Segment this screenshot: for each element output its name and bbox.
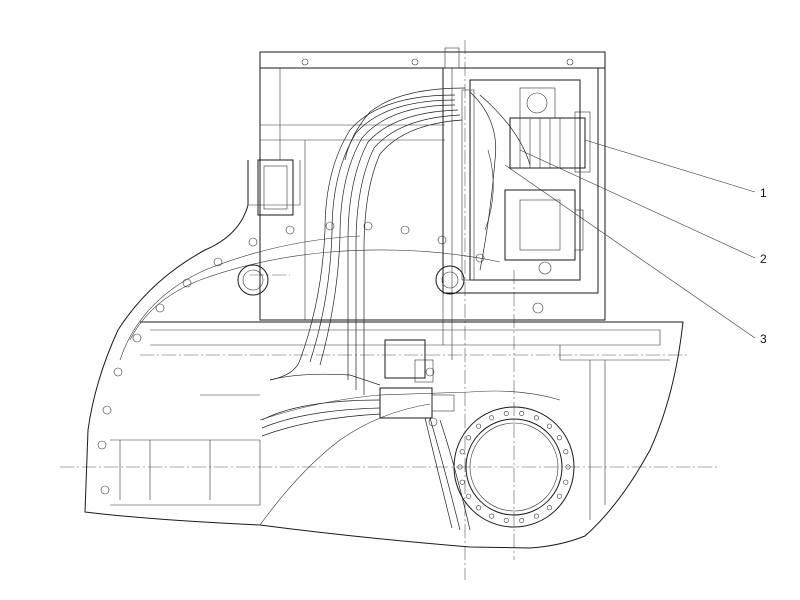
- bolt-hole: [466, 493, 472, 499]
- bolt-hole: [503, 517, 509, 523]
- bolt-hole: [556, 493, 562, 499]
- bolt-hole: [519, 410, 525, 416]
- bolt-hole: [565, 464, 571, 470]
- bolt-hole: [466, 435, 472, 441]
- bolt-hole: [476, 423, 482, 429]
- bolt-hole: [533, 513, 539, 519]
- bolt-hole: [489, 415, 495, 421]
- upper-frame: [259, 47, 606, 360]
- bolt-hole: [457, 464, 463, 470]
- bolt-hole: [556, 435, 562, 441]
- callout-2: 2: [760, 252, 767, 266]
- flange-bolts: [97, 221, 544, 495]
- bolt-hole: [546, 423, 552, 429]
- bolt-ring: [457, 410, 571, 523]
- valve-block: [379, 339, 455, 427]
- bolt-hole: [563, 479, 569, 485]
- hose-bundle: [261, 87, 531, 531]
- motor-assembly: [435, 79, 591, 295]
- bolt-hole: [459, 479, 465, 485]
- main-housing: [84, 160, 684, 549]
- bolt-hole: [533, 415, 539, 421]
- callout-1: 1: [760, 186, 767, 200]
- bolt-hole: [489, 513, 495, 519]
- side-window: [257, 159, 294, 216]
- bolt-hole: [459, 449, 465, 455]
- callout-3: 3: [760, 332, 767, 346]
- bolt-hole: [563, 449, 569, 455]
- bolt-hole: [503, 410, 509, 416]
- inspection-port: [237, 264, 269, 296]
- bolt-hole: [546, 505, 552, 511]
- bolt-hole: [519, 517, 525, 523]
- leader-lines: [504, 139, 756, 339]
- bolt-hole: [476, 505, 482, 511]
- centerlines: [60, 40, 720, 580]
